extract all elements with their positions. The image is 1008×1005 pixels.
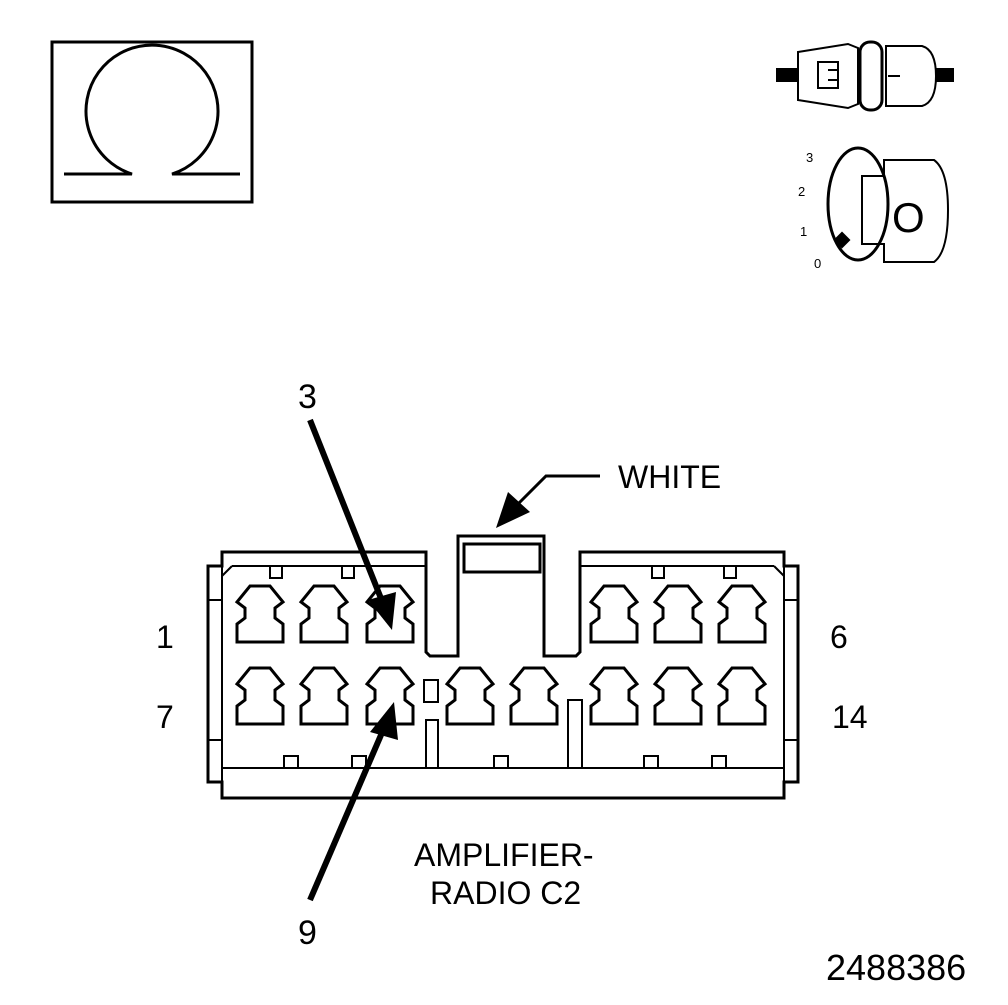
callout-pin-9: 9 xyxy=(298,914,317,952)
pin-cavity-10 xyxy=(444,666,496,726)
pin-label-6: 6 xyxy=(830,619,848,655)
connector-body xyxy=(206,534,800,800)
pin-cavities xyxy=(234,584,768,726)
callout-pin-3: 3 xyxy=(298,378,317,416)
connector-color-label: WHITE xyxy=(618,459,721,495)
pin-cavity-5 xyxy=(652,584,704,644)
ohmmeter-icon xyxy=(50,40,254,204)
pin-9-callout: 9 xyxy=(298,702,398,952)
figure-id: 2488386 xyxy=(826,947,966,988)
pin-cavity-9 xyxy=(364,666,416,726)
ignition-pos-1: 1 xyxy=(800,224,807,239)
key-glyph: O xyxy=(892,194,925,241)
pin-3-callout: 3 xyxy=(298,378,396,630)
pin-cavity-6 xyxy=(716,584,768,644)
pin-cavity-8 xyxy=(298,666,350,726)
disconnect-connector-icon xyxy=(776,40,954,112)
ignition-pos-0: 0 xyxy=(814,256,821,271)
ignition-pos-3: 3 xyxy=(806,150,813,165)
pin-cavity-4 xyxy=(588,584,640,644)
ignition-key-icon: O 3 2 1 0 xyxy=(798,146,950,271)
pin-cavity-14 xyxy=(716,666,768,726)
pin-cavity-7 xyxy=(234,666,286,726)
pin-cavity-13 xyxy=(652,666,704,726)
pin-label-7: 7 xyxy=(156,699,174,735)
connector-title-line2: RADIO C2 xyxy=(430,875,581,911)
connector-title-line1: AMPLIFIER- xyxy=(414,837,594,873)
color-callout: WHITE xyxy=(496,459,721,528)
pin-cavity-1 xyxy=(234,584,286,644)
pin-label-1: 1 xyxy=(156,619,174,655)
pin-cavity-12 xyxy=(588,666,640,726)
pin-cavity-2 xyxy=(298,584,350,644)
pin-label-14: 14 xyxy=(832,699,868,735)
pin-cavity-11 xyxy=(508,666,560,726)
ignition-pos-2: 2 xyxy=(798,184,805,199)
